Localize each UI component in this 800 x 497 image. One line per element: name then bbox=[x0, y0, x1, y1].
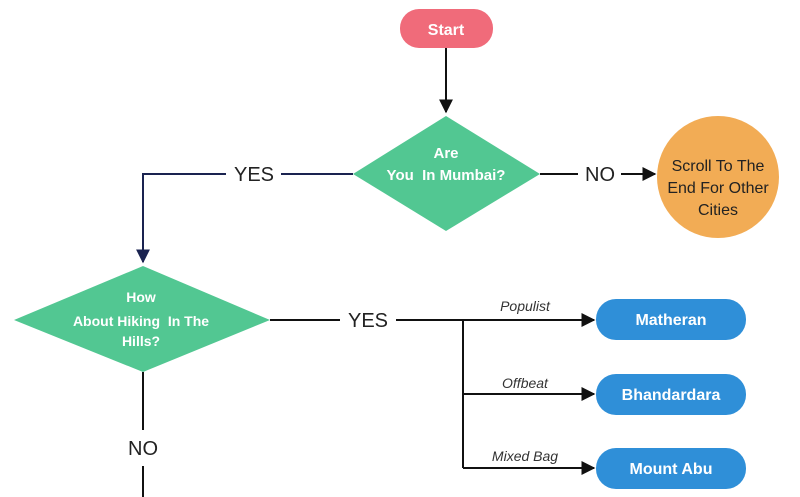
decision-hiking: How About Hiking In The Hills? bbox=[14, 266, 270, 372]
decision-hiking-line3: Hills? bbox=[122, 333, 160, 349]
decision-mumbai-line1: Are bbox=[433, 145, 458, 162]
label-no-mumbai: NO bbox=[585, 164, 615, 186]
start-node-label: Start bbox=[428, 22, 465, 39]
destination-mount-abu-label: Mount Abu bbox=[630, 461, 713, 478]
label-no-hiking: NO bbox=[128, 438, 158, 460]
terminal-line3: Cities bbox=[698, 202, 738, 219]
label-yes-hiking: YES bbox=[348, 310, 388, 332]
start-node: Start bbox=[400, 9, 493, 48]
destination-matheran: Matheran bbox=[596, 299, 746, 340]
destination-matheran-label: Matheran bbox=[635, 312, 706, 329]
label-mixed-bag: Mixed Bag bbox=[492, 448, 558, 464]
terminal-line1: Scroll To The bbox=[672, 158, 765, 175]
decision-mumbai-line2: You In Mumbai? bbox=[387, 167, 506, 184]
label-offbeat: Offbeat bbox=[502, 375, 549, 391]
destination-bhandardara: Bhandardara bbox=[596, 374, 746, 415]
decision-mumbai: Are You In Mumbai? bbox=[353, 116, 540, 231]
terminal-scroll-end: Scroll To The End For Other Cities bbox=[657, 116, 779, 238]
terminal-line2: End For Other bbox=[667, 180, 769, 197]
connectors bbox=[136, 48, 657, 497]
destination-mount-abu: Mount Abu bbox=[596, 448, 746, 489]
edge-mumbai-yes-down bbox=[136, 173, 226, 264]
decision-hiking-line2: About Hiking In The bbox=[73, 313, 209, 329]
label-yes-mumbai: YES bbox=[234, 164, 274, 186]
destination-bhandardara-label: Bhandardara bbox=[622, 387, 721, 404]
decision-hiking-line1: How bbox=[126, 289, 156, 305]
label-populist: Populist bbox=[500, 298, 551, 314]
